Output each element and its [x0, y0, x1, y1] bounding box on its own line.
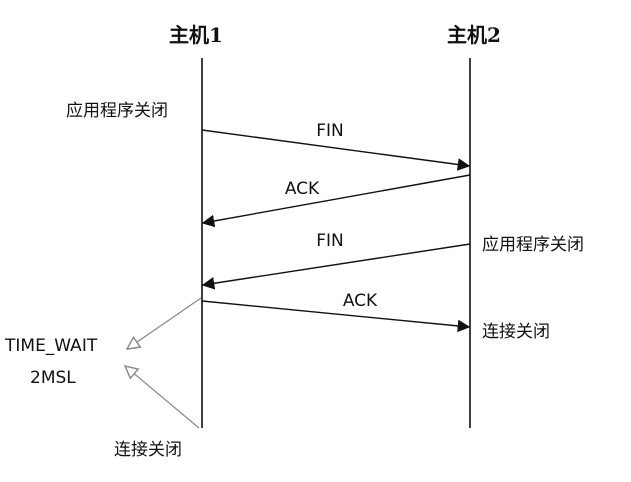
- host2-conn-closed-label: 连接关闭: [482, 322, 550, 342]
- message-arrow-ack-2: [201, 300, 471, 333]
- message-label-fin-1: FIN: [316, 121, 344, 141]
- host1-duration-label: 2MSL: [30, 368, 76, 388]
- host2-app-close-label: 应用程序关闭: [482, 235, 584, 255]
- host1-conn-closed-label: 连接关闭: [114, 440, 182, 460]
- host1-title: 主机1: [169, 23, 223, 47]
- host2-title: 主机2: [447, 23, 501, 47]
- message-label-ack-1: ACK: [285, 179, 320, 199]
- message-arrow-ack-1: [201, 174, 471, 228]
- message-arrow-fin-1: [201, 129, 471, 171]
- time-wait-start-arrow: [127, 297, 202, 349]
- host1-app-close-label: 应用程序关闭: [66, 101, 168, 121]
- message-arrow-fin-2: [201, 243, 471, 290]
- message-label-ack-2: ACK: [343, 291, 378, 311]
- message-label-fin-2: FIN: [316, 231, 344, 251]
- host1-time-wait-label: TIME_WAIT: [4, 336, 98, 356]
- time-wait-end-arrow: [125, 366, 200, 429]
